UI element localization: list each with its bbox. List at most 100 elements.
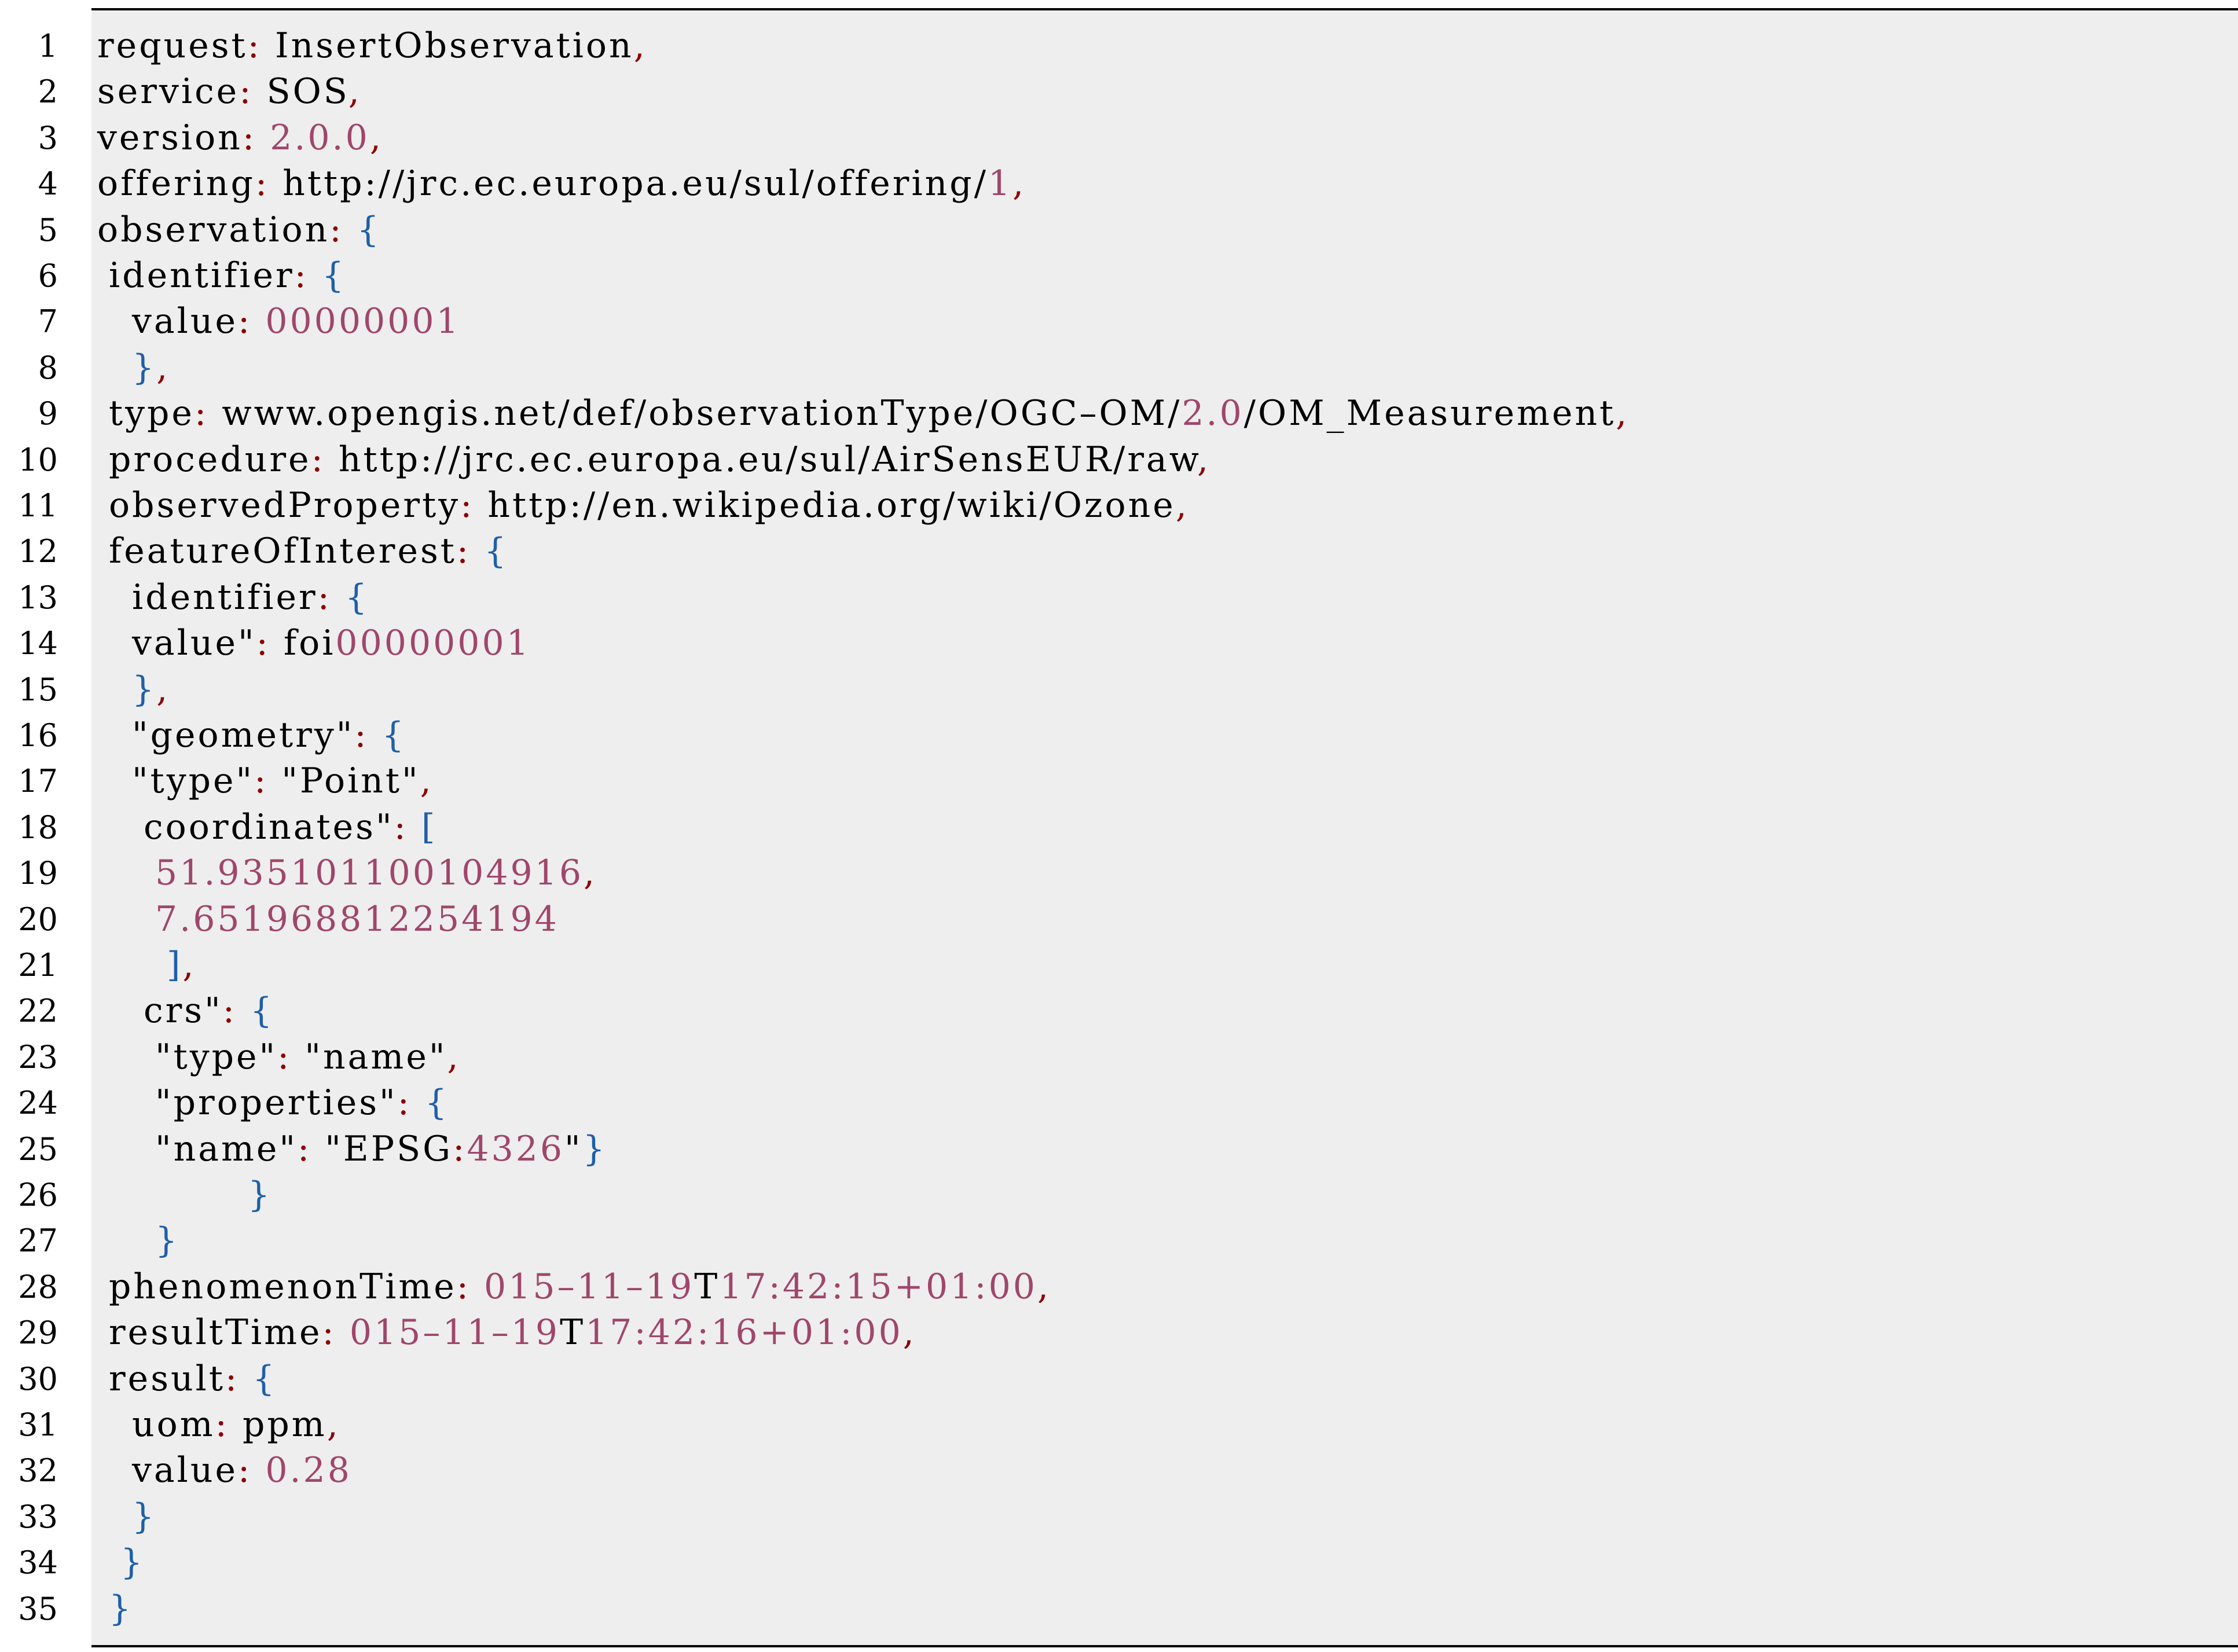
- code-text: foi: [270, 623, 336, 663]
- code-line: uom: ppm,: [132, 1402, 340, 1448]
- code-line: 51.935101100104916,: [155, 850, 597, 896]
- code-text: [252, 301, 265, 342]
- code-punct: ,: [326, 1404, 340, 1445]
- code-line: coordinates": [: [144, 805, 437, 850]
- code-bracket: {: [250, 990, 275, 1031]
- code-text: [256, 118, 270, 158]
- code-key: coordinates": [144, 807, 394, 847]
- code-line: request: InsertObservation,: [97, 23, 647, 69]
- code-text: T: [560, 1312, 586, 1353]
- code-key: identifier: [109, 255, 295, 296]
- code-line: observation: {: [97, 207, 381, 253]
- code-punct: :: [238, 301, 252, 342]
- code-number: 015–11–19: [484, 1266, 695, 1307]
- code-key: "type": [132, 761, 255, 801]
- code-number: 4326: [467, 1129, 565, 1169]
- code-key: observedProperty: [109, 485, 461, 526]
- code-bracket: [: [421, 807, 438, 847]
- code-line: resultTime: 015–11–19T17:42:16+01:00,: [109, 1310, 916, 1356]
- code-line: "name": "EPSG:4326"}: [155, 1126, 607, 1172]
- code-number: 17:42:15+01:00: [720, 1266, 1037, 1307]
- code-punct: :: [317, 577, 332, 618]
- code-line: type: www.opengis.net/def/observationTyp…: [109, 391, 1629, 436]
- code-line: }: [155, 1218, 179, 1264]
- code-line: crs": {: [144, 988, 274, 1034]
- code-bracket: }: [132, 347, 157, 388]
- code-text: [471, 531, 484, 571]
- line-number: 24: [18, 1085, 58, 1121]
- code-text: [471, 1266, 484, 1307]
- code-bracket: {: [321, 255, 347, 296]
- code-key: "geometry": [132, 715, 355, 755]
- line-number: 28: [18, 1269, 58, 1305]
- line-number: 2: [38, 74, 58, 110]
- bottom-rule: [91, 1645, 2238, 1647]
- code-bracket: {: [381, 715, 406, 755]
- code-text: http://jrc.ec.europa.eu/sul/AirSensEUR/r…: [325, 439, 1198, 480]
- code-bracket: }: [109, 1588, 134, 1629]
- code-bracket: }: [248, 1174, 273, 1215]
- code-punct: :: [311, 439, 325, 480]
- line-number: 14: [18, 625, 58, 662]
- code-bracket: }: [582, 1129, 607, 1169]
- code-text: [336, 1312, 350, 1353]
- code-text: "Point": [268, 761, 420, 801]
- code-punct: :: [238, 1450, 252, 1491]
- code-text: [343, 210, 357, 250]
- code-text: [237, 990, 250, 1031]
- line-number: 19: [18, 855, 58, 891]
- line-number: 21: [18, 947, 58, 983]
- code-background: [91, 10, 2238, 1645]
- code-punct: ,: [348, 71, 362, 112]
- code-text: [369, 715, 382, 755]
- code-bracket: }: [132, 669, 157, 710]
- code-key: uom: [132, 1404, 215, 1445]
- line-number: 9: [38, 395, 58, 432]
- code-number: 1: [988, 163, 1013, 204]
- code-punct: :: [247, 25, 262, 66]
- code-number: 0.28: [265, 1450, 352, 1491]
- code-punct: ,: [420, 761, 434, 801]
- code-text: [309, 255, 322, 296]
- line-number: 18: [18, 809, 58, 846]
- code-punct: :: [397, 1082, 412, 1123]
- line-number: 1: [38, 28, 58, 64]
- code-line: "type": "Point",: [132, 758, 434, 804]
- code-line: service: SOS,: [97, 69, 362, 115]
- code-key: "name": [155, 1129, 298, 1169]
- code-line: version: 2.0.0,: [97, 115, 383, 161]
- code-punct: :: [354, 715, 369, 755]
- code-key: identifier: [132, 577, 318, 618]
- code-text: [408, 807, 421, 847]
- code-punct: :: [254, 761, 269, 801]
- code-text: "name": [291, 1037, 447, 1077]
- code-line: }: [248, 1172, 272, 1218]
- code-text: InsertObservation: [261, 25, 634, 66]
- code-text: www.opengis.net/def/observationType/OGC–…: [208, 393, 1182, 434]
- code-line: result: {: [109, 1356, 277, 1402]
- code-line: value: 00000001: [132, 299, 461, 344]
- code-key: result: [109, 1359, 225, 1399]
- code-punct: :: [456, 1266, 471, 1307]
- code-key: phenomenonTime: [109, 1266, 457, 1307]
- code-punct: ,: [182, 945, 196, 985]
- line-number: 16: [18, 717, 58, 754]
- code-bracket: }: [155, 1220, 180, 1261]
- line-number: 34: [18, 1544, 58, 1581]
- code-line: "type": "name",: [155, 1034, 461, 1080]
- code-key: service: [97, 71, 240, 112]
- code-punct: :: [460, 485, 475, 526]
- code-punct: :: [329, 210, 344, 250]
- code-line: value": foi00000001: [132, 621, 531, 666]
- code-line: }: [109, 1586, 133, 1632]
- code-bracket: {: [484, 531, 509, 571]
- code-bracket: {: [252, 1359, 277, 1399]
- code-key: procedure: [109, 439, 311, 480]
- code-punct: :: [394, 807, 408, 847]
- code-bracket: {: [344, 577, 370, 618]
- code-text: SOS: [253, 71, 348, 112]
- code-bracket: {: [424, 1082, 450, 1123]
- code-line: 7.651968812254194: [155, 897, 559, 942]
- code-punct: :: [255, 163, 270, 204]
